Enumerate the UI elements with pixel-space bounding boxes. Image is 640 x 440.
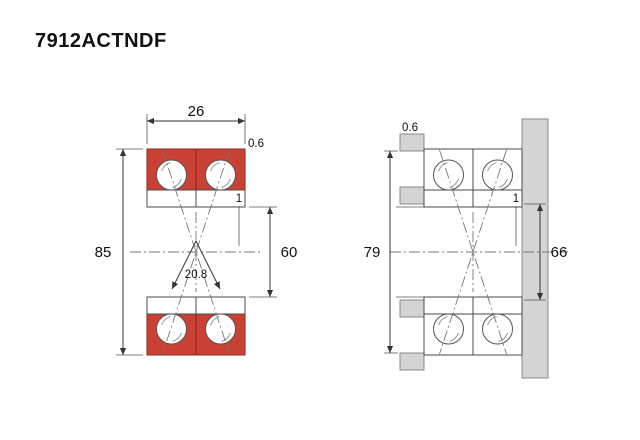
- inner-ring-bottom-left: [146, 296, 197, 315]
- dim-shaft-abutment: 66: [524, 203, 568, 301]
- housing-wall: [521, 118, 549, 379]
- inner-ring-top-left: [423, 189, 474, 208]
- dim-bore-diameter: 60: [249, 206, 298, 298]
- bearing-ball: [156, 313, 187, 345]
- contact-angle-line: [439, 149, 507, 355]
- bearing-ball: [482, 159, 513, 191]
- inner-ring-bottom-right: [195, 296, 246, 315]
- inner-ring-bottom-left: [423, 296, 474, 315]
- housing-shoulder-bottom: [399, 352, 425, 371]
- inner-ring-bottom-right: [472, 296, 523, 315]
- dim-outer-diameter-label: 85: [95, 244, 112, 261]
- bearing-ball: [205, 159, 236, 191]
- bearing-ball: [482, 313, 513, 345]
- bearing-ball: [433, 159, 464, 191]
- bearing-ball: [205, 313, 236, 345]
- dim-width: 26: [146, 103, 246, 144]
- dim-contact-spread: 20.8: [171, 240, 221, 290]
- dim-inner-chamfer: 1: [236, 193, 242, 246]
- page-title: 7912ACTNDF: [35, 30, 167, 52]
- inner-ring-top-left: [146, 189, 197, 208]
- dim-contact-spread-label: 20.8: [185, 269, 207, 281]
- dim-inner-chamfer-label: 1: [513, 193, 519, 205]
- dim-bore-diameter-label: 60: [281, 244, 298, 261]
- shaft-shoulder-top: [399, 186, 425, 205]
- dim-housing-abutment-label: 79: [364, 244, 381, 261]
- contact-angle-line: [162, 149, 230, 355]
- shaft-shoulder-bottom: [399, 299, 425, 318]
- dim-outer-diameter: 85: [95, 148, 143, 356]
- contact-angle-line: [439, 149, 507, 355]
- dim-inner-chamfer: 1: [513, 193, 519, 246]
- housing-shoulder-top: [399, 133, 425, 152]
- right-view-mounting: 0.6 79 1 66: [364, 118, 568, 379]
- dim-outer-chamfer-label: 0.6: [402, 122, 418, 134]
- contact-angle-line: [162, 149, 230, 355]
- bearing-ball: [433, 313, 464, 345]
- dim-width-label: 26: [188, 103, 205, 120]
- dim-outer-chamfer-label: 0.6: [248, 138, 264, 150]
- dim-inner-chamfer-label: 1: [236, 193, 242, 205]
- dim-housing-abutment: 79: [364, 150, 398, 354]
- left-view-cross-section: 26 0.6 85 60 1: [95, 103, 298, 356]
- dim-shaft-abutment-label: 66: [551, 244, 568, 261]
- bearing-ball: [156, 159, 187, 191]
